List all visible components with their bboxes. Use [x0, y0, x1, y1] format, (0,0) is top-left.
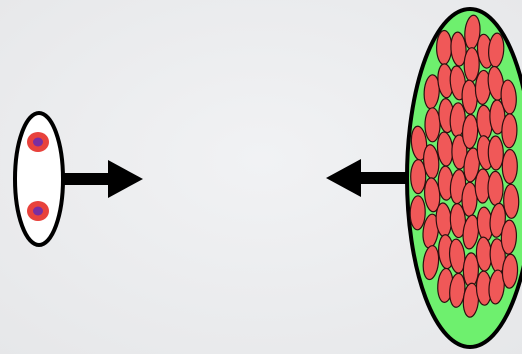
large-cell	[488, 171, 503, 205]
small-group	[15, 113, 63, 245]
right-arrow-shaft	[63, 173, 113, 185]
large-cell	[425, 108, 440, 142]
large-cell	[502, 149, 517, 183]
left-arrow-shaft	[356, 172, 412, 184]
large-group	[407, 9, 522, 347]
small-cell-nucleus	[33, 138, 43, 147]
small-cell	[27, 132, 49, 152]
small-cell	[27, 201, 49, 221]
large-cell	[410, 196, 426, 230]
large-cell	[501, 114, 517, 148]
large-cell	[503, 184, 519, 218]
large-cell	[488, 136, 504, 170]
large-cell	[436, 30, 451, 64]
small-cell-nucleus	[33, 207, 43, 216]
